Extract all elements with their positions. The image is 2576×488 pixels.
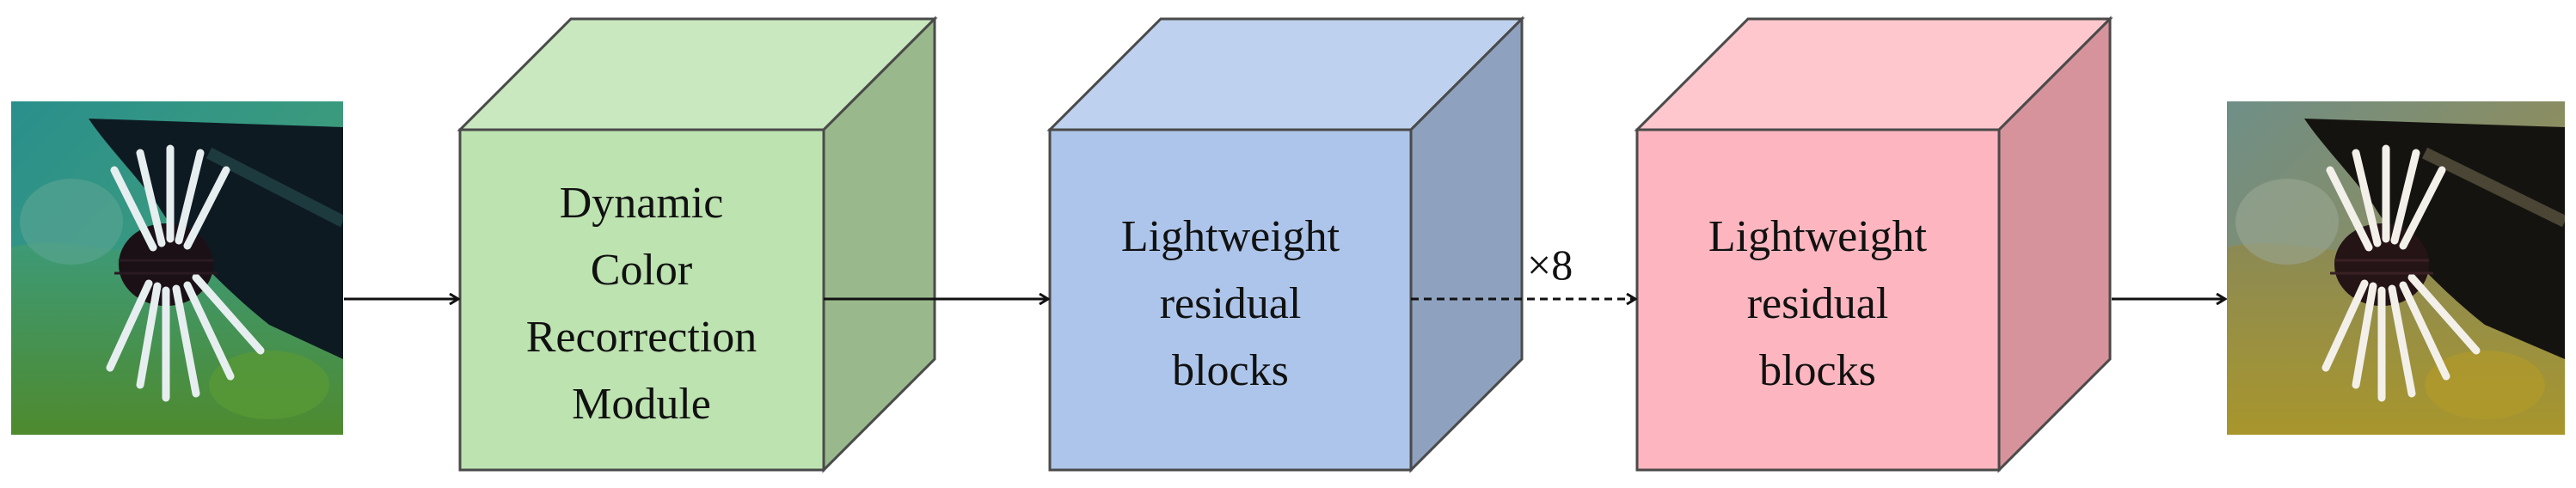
block-label-line: Lightweight <box>1708 212 1928 261</box>
block-label-line: Module <box>572 380 711 429</box>
block-label-line: blocks <box>1759 346 1876 395</box>
block-label-line: Recorrection <box>526 313 757 362</box>
input-image <box>11 101 343 435</box>
repeat-count-label: ×8 <box>1527 241 1573 289</box>
block-front-face <box>1048 128 1413 472</box>
block-front-face <box>458 128 825 472</box>
block-dynamic-color-recorrection: Dynamic Color Recorrection Module <box>457 15 938 473</box>
block-lightweight-residual-2: Lightweight residual blocks <box>1634 15 2113 473</box>
block-front-face <box>1635 128 2001 472</box>
block-lightweight-residual-1: Lightweight residual blocks <box>1046 15 1525 473</box>
block-label-line: Lightweight <box>1121 212 1340 261</box>
output-image <box>2227 101 2565 435</box>
block-label-line: residual <box>1160 279 1302 328</box>
block-label-line: blocks <box>1172 346 1289 395</box>
block-label-line: Color <box>591 246 692 295</box>
block-label-line: residual <box>1747 279 1889 328</box>
block-label-line: Dynamic <box>560 179 724 228</box>
